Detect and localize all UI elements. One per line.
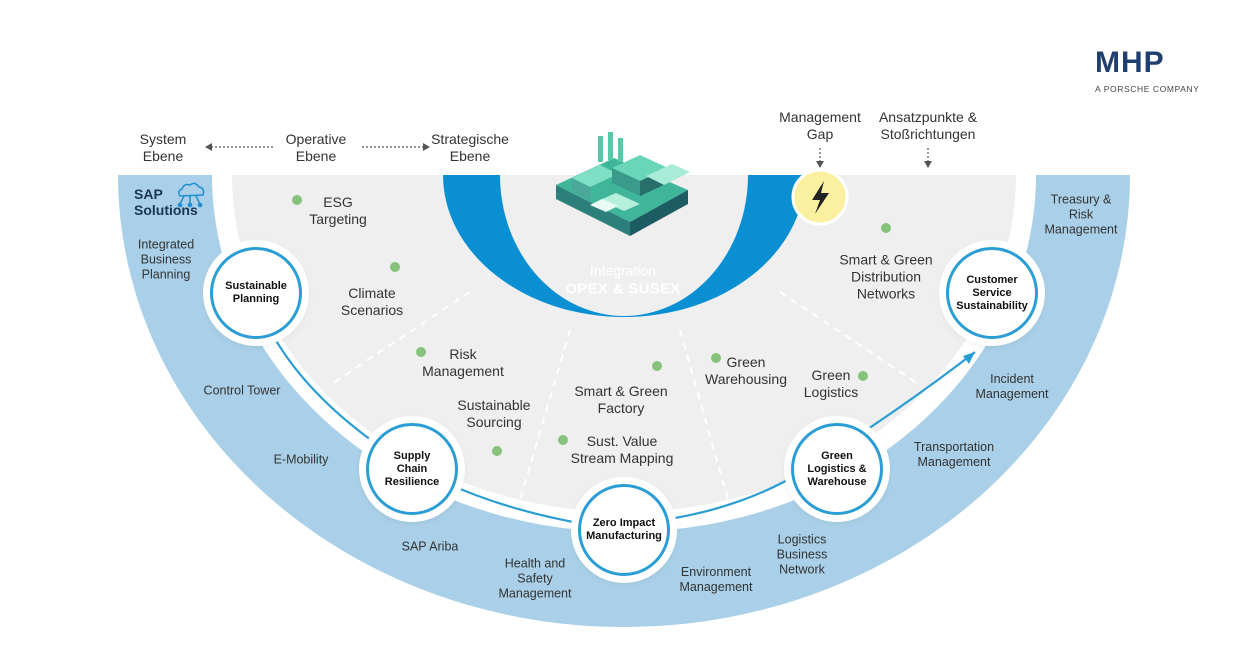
hub-line1: Integration bbox=[589, 262, 657, 279]
arrow-left-head bbox=[205, 143, 212, 151]
label-operative-level: Operative Ebene bbox=[285, 131, 347, 164]
sap-item-treasury: Treasury & Risk Management bbox=[1044, 192, 1118, 237]
sap-item-control-tower: Control Tower bbox=[203, 383, 281, 398]
topic-smart-green-factory: Smart & Green Factory bbox=[574, 383, 668, 416]
sap-item-incident: Incident Management bbox=[975, 372, 1049, 401]
sap-item-ariba: SAP Ariba bbox=[401, 539, 459, 554]
topic-esg-targeting: ESG Targeting bbox=[309, 194, 367, 227]
node-customer-service-sustainability: Customer Service Sustainability bbox=[946, 247, 1038, 339]
sap-item-ibp: Integrated Business Planning bbox=[137, 237, 195, 282]
dot-green-logistics bbox=[858, 371, 868, 381]
logo-main: MHP bbox=[1095, 46, 1165, 79]
topic-dots bbox=[292, 195, 891, 456]
level-arrows bbox=[212, 146, 929, 163]
arrow-ansatz-head bbox=[924, 161, 932, 168]
hub-line2: OPEX & SUSEX bbox=[565, 280, 681, 298]
topic-risk-management: Risk Management bbox=[422, 346, 504, 379]
node-supply-chain-resilience: Supply Chain Resilience bbox=[366, 423, 458, 515]
dot-warehousing bbox=[711, 353, 721, 363]
sap-item-environment: Environment Management bbox=[679, 565, 753, 594]
dot-climate bbox=[390, 262, 400, 272]
lightning-icon bbox=[812, 181, 829, 214]
label-ansatzpunkte: Ansatzpunkte & Stoßrichtungen bbox=[878, 109, 978, 142]
label-system-level: System Ebene bbox=[139, 131, 187, 164]
dot-risk bbox=[416, 347, 426, 357]
dot-esg bbox=[292, 195, 302, 205]
sap-item-emobility: E-Mobility bbox=[273, 452, 329, 467]
mhp-logo: MHP A PORSCHE COMPANY bbox=[1095, 46, 1200, 95]
node-sustainable-planning: Sustainable Planning bbox=[210, 247, 302, 339]
topic-green-logistics: Green Logistics bbox=[803, 367, 859, 400]
sap-item-transportation: Transportation Management bbox=[913, 440, 995, 469]
logo-subtitle: A PORSCHE COMPANY bbox=[1095, 84, 1200, 94]
topic-climate-scenarios: Climate Scenarios bbox=[340, 285, 404, 318]
arrow-gap-head bbox=[816, 161, 824, 168]
node-zero-impact-manufacturing: Zero Impact Manufacturing bbox=[578, 484, 670, 576]
cloud-network-icon bbox=[177, 182, 205, 208]
hub-ring bbox=[443, 175, 805, 317]
process-arrowhead bbox=[963, 352, 975, 364]
topic-sustainable-sourcing: Sustainable Sourcing bbox=[457, 397, 531, 430]
node-green-logistics-warehouse: Green Logistics & Warehouse bbox=[791, 423, 883, 515]
sector-dividers bbox=[329, 291, 921, 501]
arrow-right-head bbox=[423, 143, 430, 151]
dot-distribution bbox=[881, 223, 891, 233]
topic-green-warehousing: Green Warehousing bbox=[705, 354, 787, 387]
dot-stream bbox=[558, 435, 568, 445]
sap-solutions-title: SAP Solutions bbox=[134, 186, 198, 218]
hub-label: Integration OPEX & SUSEX bbox=[523, 262, 723, 299]
label-management-gap: Management Gap bbox=[779, 109, 861, 142]
topic-value-stream-mapping: Sust. Value Stream Mapping bbox=[570, 433, 674, 466]
sap-item-logistics-network: Logistics Business Network bbox=[776, 532, 828, 577]
dot-factory bbox=[652, 361, 662, 371]
topic-distribution-networks: Smart & Green Distribution Networks bbox=[839, 251, 933, 302]
dot-sourcing bbox=[492, 446, 502, 456]
sap-item-health: Health and Safety Management bbox=[498, 556, 572, 601]
label-strategic-level: Strategische Ebene bbox=[431, 131, 509, 164]
factory-icon bbox=[556, 132, 690, 236]
